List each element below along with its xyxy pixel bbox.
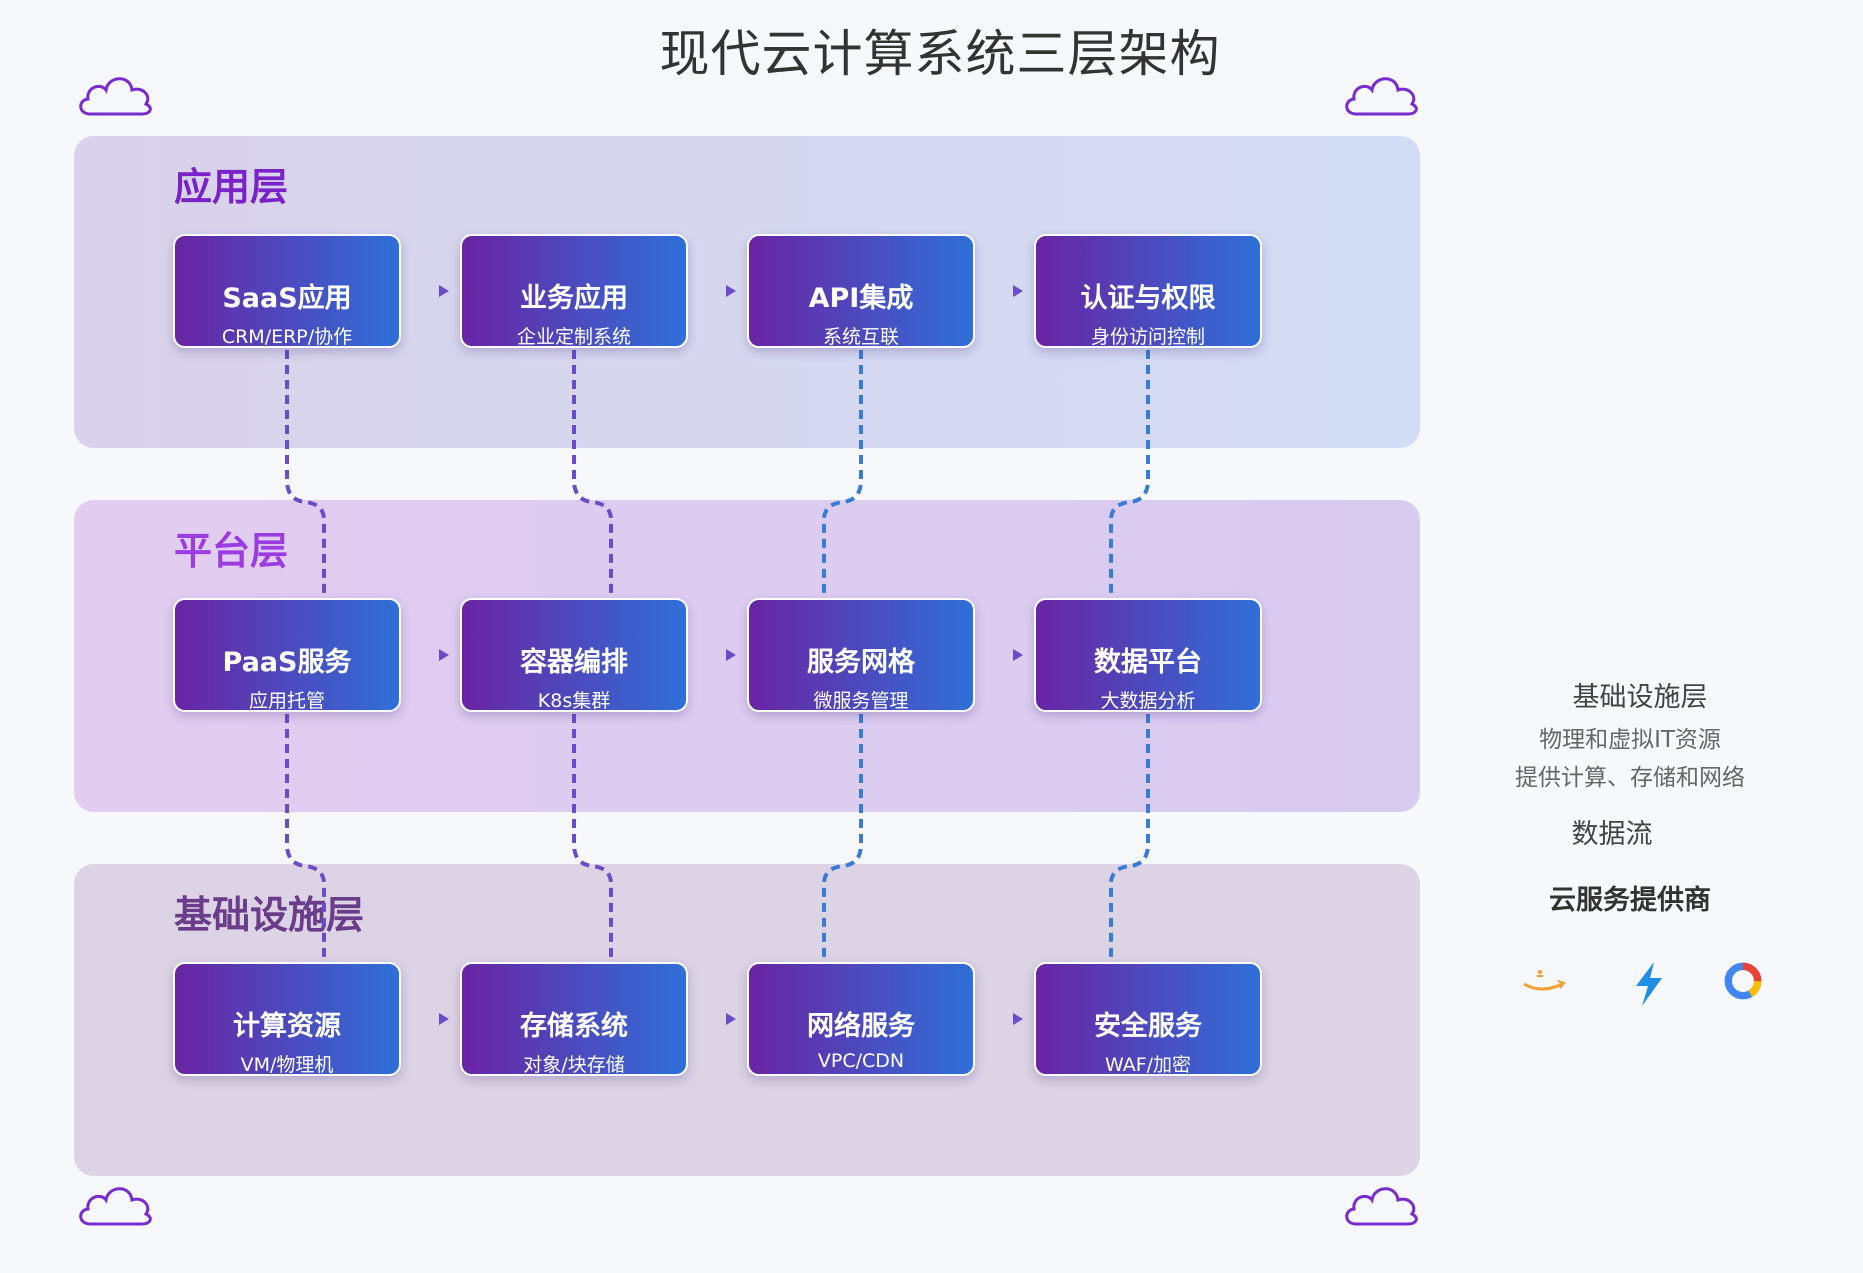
node-container-orchestration[interactable]: 容器编排 K8s集群 [460, 598, 688, 712]
diagram-title: 现代云计算系统三层架构 [659, 25, 1221, 83]
node-name: 数据平台 [1094, 647, 1202, 678]
node-name: 容器编排 [520, 647, 628, 678]
arrow-right-icon [439, 649, 449, 661]
node-desc: 系统互联 [822, 326, 899, 348]
node-desc: K8s集群 [537, 690, 611, 712]
node-name: 网络服务 [807, 1011, 915, 1042]
google-cloud-icon[interactable] [1718, 958, 1768, 1004]
providers-title: 云服务提供商 [1549, 885, 1711, 916]
node-desc: CRM/ERP/协作 [221, 326, 353, 348]
node-name: SaaS应用 [222, 283, 352, 314]
node-storage[interactable]: 存储系统 对象/块存储 [460, 962, 688, 1076]
node-name: 服务网格 [807, 647, 915, 678]
layer-title-platform: 平台层 [174, 529, 289, 573]
node-name: 认证与权限 [1080, 283, 1216, 314]
node-desc: 大数据分析 [1100, 690, 1196, 712]
node-paas[interactable]: PaaS服务 应用托管 [173, 598, 401, 712]
node-service-mesh[interactable]: 服务网格 微服务管理 [747, 598, 975, 712]
node-desc: WAF/加密 [1104, 1054, 1192, 1076]
cloud-icon [79, 1187, 152, 1226]
node-desc: VM/物理机 [240, 1054, 334, 1076]
node-business-app[interactable]: 业务应用 企业定制系统 [460, 234, 688, 348]
node-name: 安全服务 [1094, 1011, 1202, 1042]
node-data-platform[interactable]: 数据平台 大数据分析 [1034, 598, 1262, 712]
node-compute[interactable]: 计算资源 VM/物理机 [173, 962, 401, 1076]
node-name: 存储系统 [520, 1011, 628, 1042]
node-desc: 身份访问控制 [1090, 326, 1205, 348]
node-name: PaaS服务 [222, 647, 352, 678]
arrow-right-icon [439, 285, 449, 297]
node-api-integration[interactable]: API集成 系统互联 [747, 234, 975, 348]
arrow-right-icon [726, 649, 736, 661]
arrow-right-icon [1013, 285, 1023, 297]
side-desc-line2: 提供计算、存储和网络 [1515, 765, 1745, 791]
layer-title-infrastructure: 基础设施层 [174, 893, 365, 937]
node-auth[interactable]: 认证与权限 身份访问控制 [1034, 234, 1262, 348]
cloud-icon [1345, 1187, 1418, 1226]
node-desc: 微服务管理 [813, 690, 909, 712]
node-desc: 应用托管 [248, 690, 325, 712]
data-flow-label: 数据流 [1571, 819, 1653, 850]
layer-title-application: 应用层 [174, 165, 289, 209]
node-saas[interactable]: SaaS应用 CRM/ERP/协作 [173, 234, 401, 348]
node-desc: 对象/块存储 [523, 1054, 625, 1076]
cloud-icon [1345, 77, 1418, 116]
node-desc: 企业定制系统 [516, 326, 631, 348]
side-title: 基础设施层 [1572, 682, 1708, 713]
node-name: 计算资源 [233, 1011, 341, 1042]
node-name: API集成 [808, 283, 914, 314]
cloud-icon [79, 77, 152, 116]
side-desc-line1: 物理和虚拟IT资源 [1539, 727, 1721, 753]
amazon-icon[interactable] [1520, 960, 1570, 1006]
arrow-right-icon [726, 285, 736, 297]
arrow-right-icon [726, 1013, 736, 1025]
arrow-right-icon [1013, 649, 1023, 661]
node-network[interactable]: 网络服务 VPC/CDN [747, 962, 975, 1076]
node-security[interactable]: 安全服务 WAF/加密 [1034, 962, 1262, 1076]
node-name: 业务应用 [520, 283, 628, 314]
arrow-right-icon [439, 1013, 449, 1025]
lightning-icon[interactable] [1624, 960, 1674, 1006]
node-desc: VPC/CDN [817, 1050, 905, 1072]
arrow-right-icon [1013, 1013, 1023, 1025]
